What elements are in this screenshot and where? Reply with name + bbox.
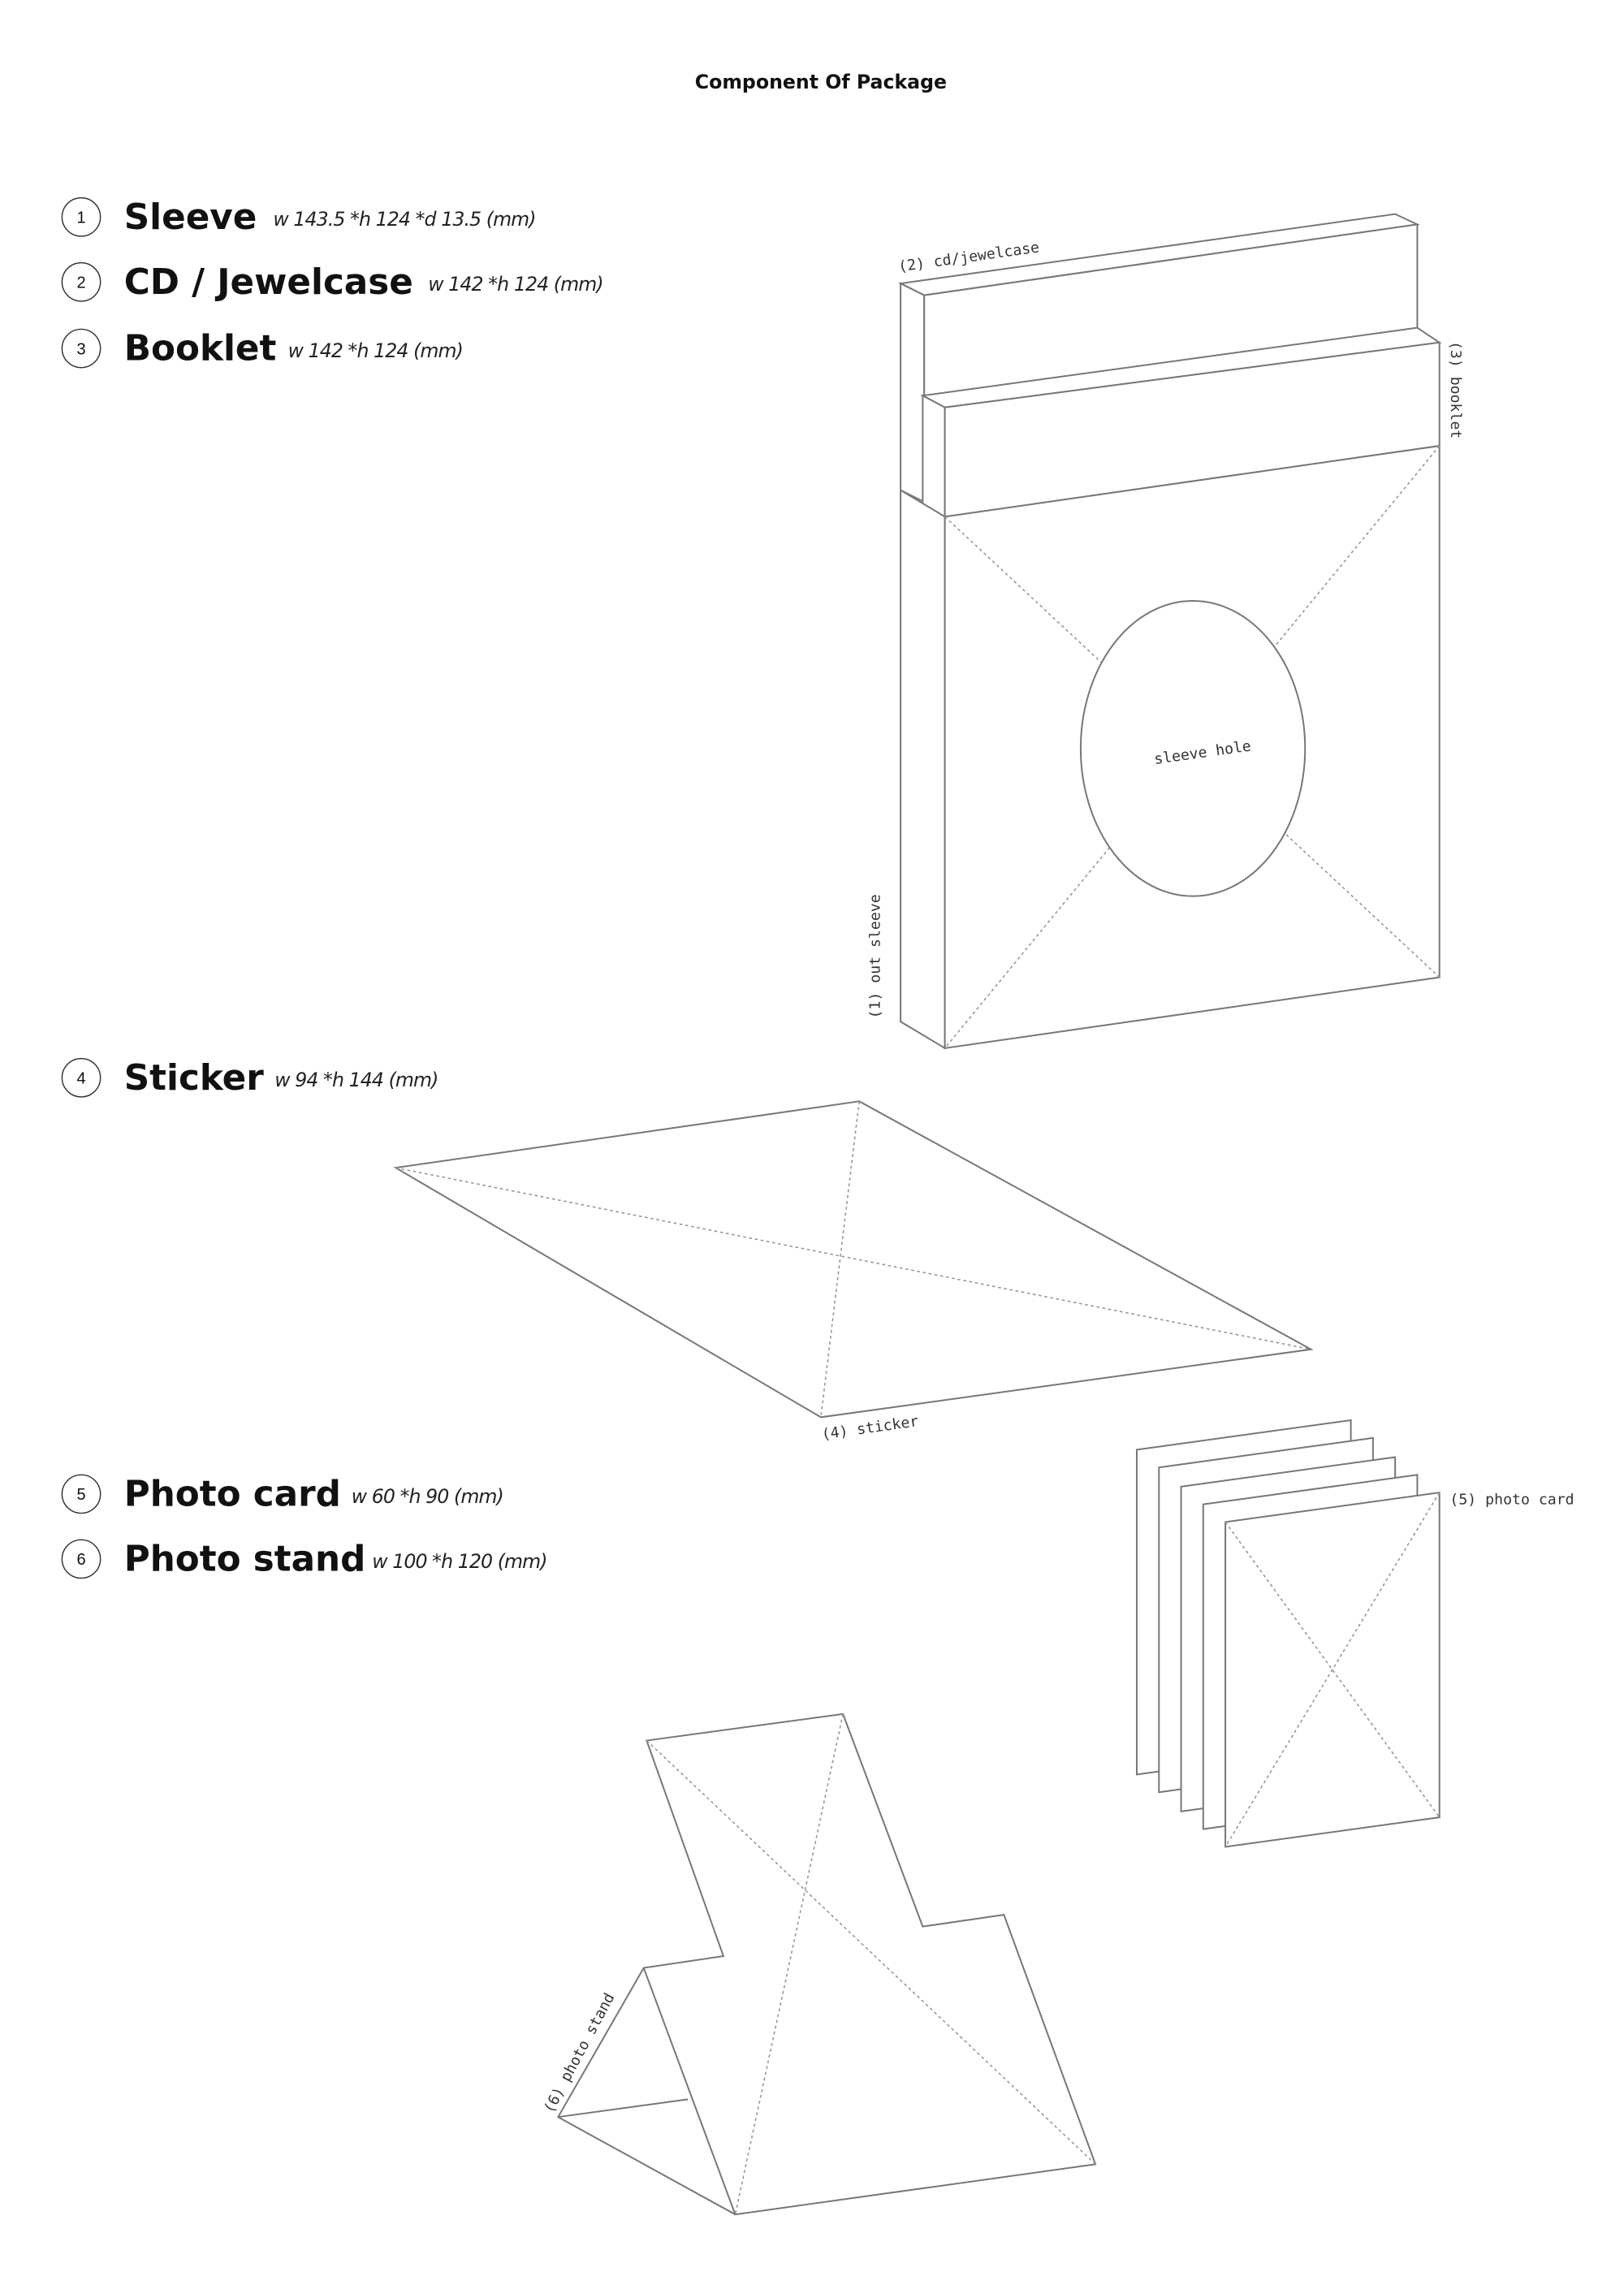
component-name: Booklet <box>124 329 277 369</box>
jewelcase-side <box>900 282 926 503</box>
component-dimensions: w 142 *h 124 (mm) <box>288 339 463 362</box>
number-circle-icon <box>61 197 102 237</box>
component-name: Photo card <box>124 1474 341 1514</box>
photo-card-illustration: (5) photo card <box>1135 1419 1574 1848</box>
component-name: Sleeve <box>124 197 257 238</box>
number-circle-icon <box>61 1057 102 1098</box>
component-item-sticker: 4 Sticker w 94 *h 144 (mm) <box>61 1057 438 1099</box>
sleeve-hole <box>1079 599 1307 897</box>
component-item-booklet: 3 Booklet w 142 *h 124 (mm) <box>61 328 464 369</box>
component-name: Sticker <box>124 1058 265 1099</box>
component-item-sleeve: 1 Sleeve w 143.5 *h 124 *d 13.5 (mm) <box>61 197 537 238</box>
component-dimensions: w 100 *h 120 (mm) <box>372 1550 546 1573</box>
component-dimensions: w 94 *h 144 (mm) <box>274 1069 438 1091</box>
number-circle-icon <box>61 328 102 369</box>
number-circle-icon <box>61 1474 102 1514</box>
component-number: 6 <box>76 1551 85 1569</box>
component-item-photo-card: 5 Photo card w 60 *h 90 (mm) <box>61 1474 504 1514</box>
component-dimensions: w 143.5 *h 124 *d 13.5 (mm) <box>273 208 535 231</box>
sleeve-label: (1) out sleeve <box>867 894 884 1018</box>
photo-stand-illustration: (6) photo stand <box>541 1712 1097 2216</box>
component-dimensions: w 60 *h 90 (mm) <box>352 1485 503 1508</box>
sleeve-side <box>900 488 946 1050</box>
component-name: Photo stand <box>124 1539 366 1579</box>
sticker-illustration: (4) sticker <box>393 1100 1314 1444</box>
component-name: CD / Jewelcase <box>124 262 413 303</box>
component-dimensions: w 142 *h 124 (mm) <box>428 273 603 296</box>
component-number: 1 <box>76 209 85 227</box>
booklet-label: (3) booklet <box>1447 341 1464 438</box>
component-number: 4 <box>76 1070 85 1088</box>
photo-card-label: (5) photo card <box>1449 1492 1574 1509</box>
sleeve-assembly-illustration: (2) cd/jewelcase (3) booklet (1) out sle… <box>867 213 1464 1050</box>
page-title: Component Of Package <box>695 71 947 93</box>
number-circle-icon <box>61 261 102 302</box>
number-circle-icon <box>61 1539 102 1579</box>
sticker-label: (4) sticker <box>821 1413 920 1444</box>
component-number: 2 <box>76 274 85 292</box>
component-item-photo-stand: 6 Photo stand w 100 *h 120 (mm) <box>61 1539 547 1579</box>
component-number: 5 <box>76 1486 85 1504</box>
booklet-side <box>922 394 946 519</box>
component-item-jewelcase: 2 CD / Jewelcase w 142 *h 124 (mm) <box>61 261 604 303</box>
component-number: 3 <box>76 340 85 358</box>
